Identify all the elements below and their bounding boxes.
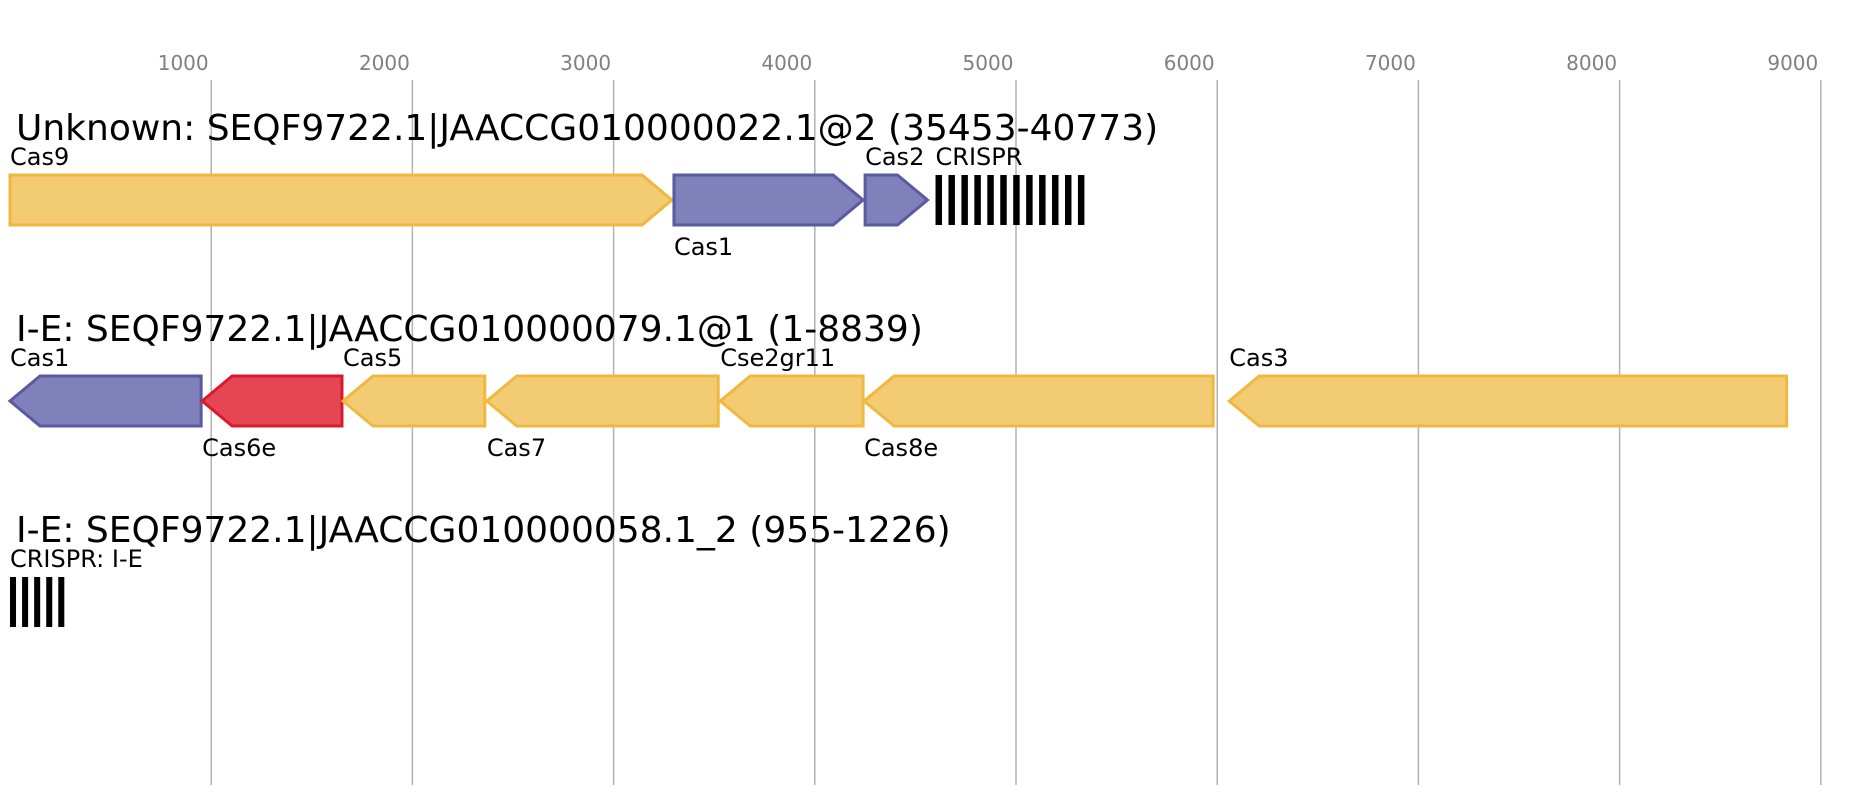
gene-arrow-cas9-t1 <box>8 173 675 227</box>
gene-label-cas3-t2: Cas3 <box>1229 344 1288 372</box>
gene-label-cas5-t2: Cas5 <box>343 344 402 372</box>
track-title-2: I-E: SEQF9722.1|JAACCG010000079.1@1 (1-8… <box>16 309 923 350</box>
tick-label-5000: 5000 <box>963 51 1014 75</box>
track-title-3: I-E: SEQF9722.1|JAACCG010000058.1_2 (955… <box>16 510 951 551</box>
tick-label-8000: 8000 <box>1566 51 1617 75</box>
crispr-repeat <box>1077 175 1085 225</box>
tick-label-9000: 9000 <box>1767 51 1818 75</box>
gene-label-cas7-t2: Cas7 <box>487 434 546 462</box>
crispr-repeat <box>1026 175 1033 225</box>
gene-label-cas6e-t2: Cas6e <box>202 434 276 462</box>
crispr-repeat <box>34 577 41 627</box>
crispr-repeat <box>935 175 942 225</box>
tick-label-6000: 6000 <box>1164 51 1215 75</box>
gene-arrow-cas2-t1 <box>863 173 930 227</box>
gene-label-cas8e-t2: Cas8e <box>864 434 938 462</box>
tick-label-4000: 4000 <box>761 51 812 75</box>
track-title-1: Unknown: SEQF9722.1|JAACCG010000022.1@2 … <box>16 108 1158 149</box>
crispr-array-t1 <box>935 175 1085 225</box>
crispr-repeat <box>1052 175 1059 225</box>
crispr-repeat <box>22 577 29 627</box>
gene-label-cse2gr11-t2: Cse2gr11 <box>720 344 835 372</box>
crispr-repeat <box>1064 175 1072 225</box>
axis-ticks: 1000 2000 3000 4000 5000 6000 7000 8000 9000 <box>158 51 1819 75</box>
gene-arrow-cas5-t2 <box>340 374 487 428</box>
gene-arrow-cas6e-t2 <box>199 374 344 428</box>
gene-arrow-cas8e-t2 <box>861 374 1215 428</box>
crispr-array-t3 <box>10 577 65 627</box>
crispr-repeat <box>974 175 981 225</box>
tick-label-2000: 2000 <box>359 51 410 75</box>
crispr-repeat <box>46 577 53 627</box>
crispr-repeat <box>1000 175 1007 225</box>
gene-label-cas2-t1: Cas2 <box>865 143 924 171</box>
crispr-repeat <box>1013 175 1020 225</box>
gene-label-cas9-t1: Cas9 <box>10 143 69 171</box>
crispr-label-t3: CRISPR: I-E <box>10 545 143 573</box>
gene-arrow-cse2gr11-t2 <box>717 374 865 428</box>
tick-label-1000: 1000 <box>158 51 209 75</box>
tick-label-7000: 7000 <box>1365 51 1416 75</box>
gene-arrow-cas7-t2 <box>484 374 720 428</box>
gene-label-cas1-t1: Cas1 <box>674 233 733 261</box>
crispr-repeat <box>10 577 17 627</box>
crispr-repeat <box>948 175 955 225</box>
crispr-label-t1: CRISPR <box>936 143 1023 171</box>
gene-arrow-cas3-t2 <box>1226 374 1789 428</box>
gene-arrow-cas1-t2 <box>7 374 203 428</box>
crispr-repeat <box>961 175 968 225</box>
tick-label-3000: 3000 <box>560 51 611 75</box>
gene-label-cas1-t2: Cas1 <box>10 344 69 372</box>
crispr-repeat <box>58 577 65 627</box>
crispr-repeat <box>987 175 994 225</box>
crispr-repeat <box>1039 175 1046 225</box>
gene-arrow-cas1-t1 <box>672 173 866 227</box>
